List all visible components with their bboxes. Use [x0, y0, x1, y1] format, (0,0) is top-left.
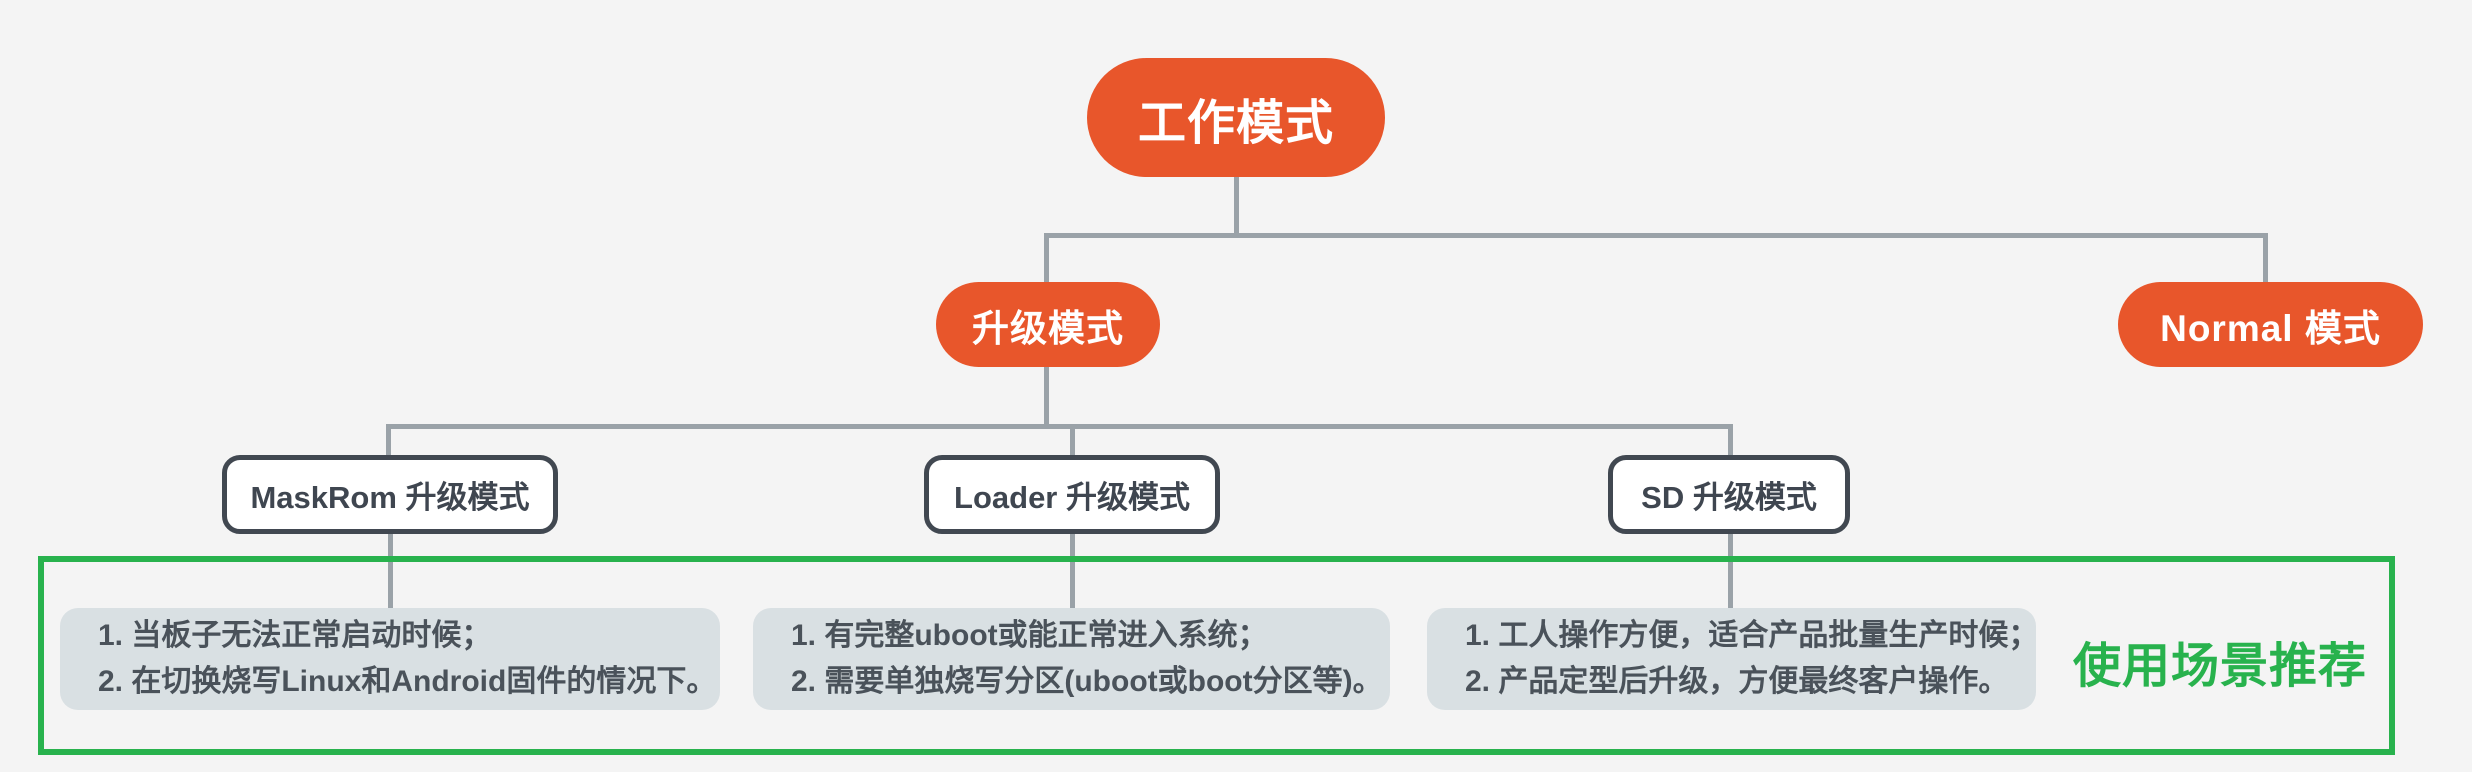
- recommendation-boundary: [38, 556, 2395, 755]
- note-line-2: 2. 在切换烧写Linux和Android固件的情况下。: [98, 665, 717, 698]
- note-line-2: 2. 产品定型后升级，方便最终客户操作。: [1465, 665, 2009, 698]
- connector-root-drop: [1234, 177, 1239, 236]
- connector-maskrom-drop: [386, 424, 391, 457]
- node-upgrade-mode[interactable]: 升级模式: [936, 282, 1160, 367]
- connector-sd-note: [1728, 533, 1733, 610]
- note-sd[interactable]: 1. 工人操作方便，适合产品批量生产时候； 2. 产品定型后升级，方便最终客户操…: [1427, 608, 2039, 710]
- node-normal-mode[interactable]: Normal 模式: [2118, 282, 2423, 367]
- connector-upgrade-out: [1044, 367, 1049, 426]
- node-loader-upgrade-mode[interactable]: Loader 升级模式: [924, 455, 1220, 534]
- note-line-2: 2. 需要单独烧写分区(uboot或boot分区等)。: [791, 665, 1383, 698]
- note-line-1: 1. 工人操作方便，适合产品批量生产时候；: [1465, 618, 2039, 652]
- connector-upgrade-drop: [1044, 233, 1049, 282]
- connector-maskrom-note: [388, 533, 393, 610]
- connector-normal-drop: [2263, 233, 2268, 282]
- connector-loader-note: [1070, 533, 1075, 610]
- note-loader[interactable]: 1. 有完整uboot或能正常进入系统； 2. 需要单独烧写分区(uboot或b…: [753, 608, 1390, 710]
- node-maskrom-upgrade-mode[interactable]: MaskRom 升级模式: [222, 455, 558, 534]
- connector-rail-modes: [386, 424, 1733, 429]
- node-work-mode[interactable]: 工作模式: [1087, 58, 1385, 177]
- note-line-1: 1. 有完整uboot或能正常进入系统；: [791, 618, 1268, 652]
- connector-rail-level2: [1044, 233, 2268, 238]
- note-maskrom[interactable]: 1. 当板子无法正常启动时候； 2. 在切换烧写Linux和Android固件的…: [60, 608, 720, 710]
- connector-sd-drop: [1728, 424, 1733, 457]
- node-sd-upgrade-mode[interactable]: SD 升级模式: [1608, 455, 1850, 534]
- note-line-1: 1. 当板子无法正常启动时候；: [98, 618, 492, 652]
- connector-loader-drop: [1070, 424, 1075, 457]
- recommendation-label: 使用场景推荐: [2072, 640, 2367, 693]
